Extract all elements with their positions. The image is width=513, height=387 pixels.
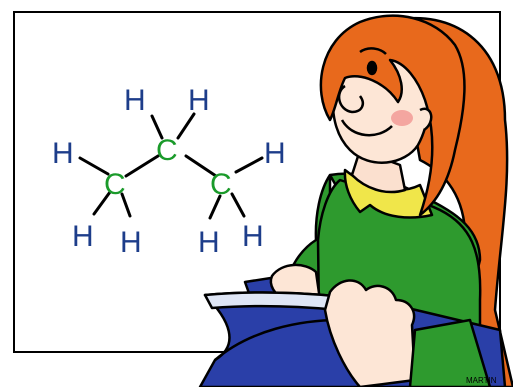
carbon-atom: C xyxy=(104,168,126,201)
right-hand xyxy=(323,279,417,387)
propane-structural-formula: C C C H H H H H H H H xyxy=(52,84,286,259)
hydrogen-atom: H xyxy=(242,220,264,253)
hydrogen-atom: H xyxy=(198,226,220,259)
artist-credit: MARTIN xyxy=(466,376,497,385)
carbon-atom: C xyxy=(156,134,178,167)
eyebrow xyxy=(359,47,387,55)
carbon-atom: C xyxy=(210,168,232,201)
hydrogen-atom: H xyxy=(124,84,146,117)
eye xyxy=(366,60,378,76)
nose xyxy=(337,84,364,114)
hydrogen-atom: H xyxy=(52,137,74,170)
cheek-blush xyxy=(391,110,413,126)
smile xyxy=(340,119,393,137)
bond-lines xyxy=(78,112,264,220)
hair-front xyxy=(319,14,466,217)
ear xyxy=(419,107,433,132)
hydrogen-atom: H xyxy=(188,84,210,117)
hydrogen-atom: H xyxy=(72,220,94,253)
teacher-illustration xyxy=(198,14,513,387)
right-arm-sleeve xyxy=(408,318,492,387)
hydrogen-atom: H xyxy=(264,137,286,170)
hydrogen-atom: H xyxy=(120,226,142,259)
